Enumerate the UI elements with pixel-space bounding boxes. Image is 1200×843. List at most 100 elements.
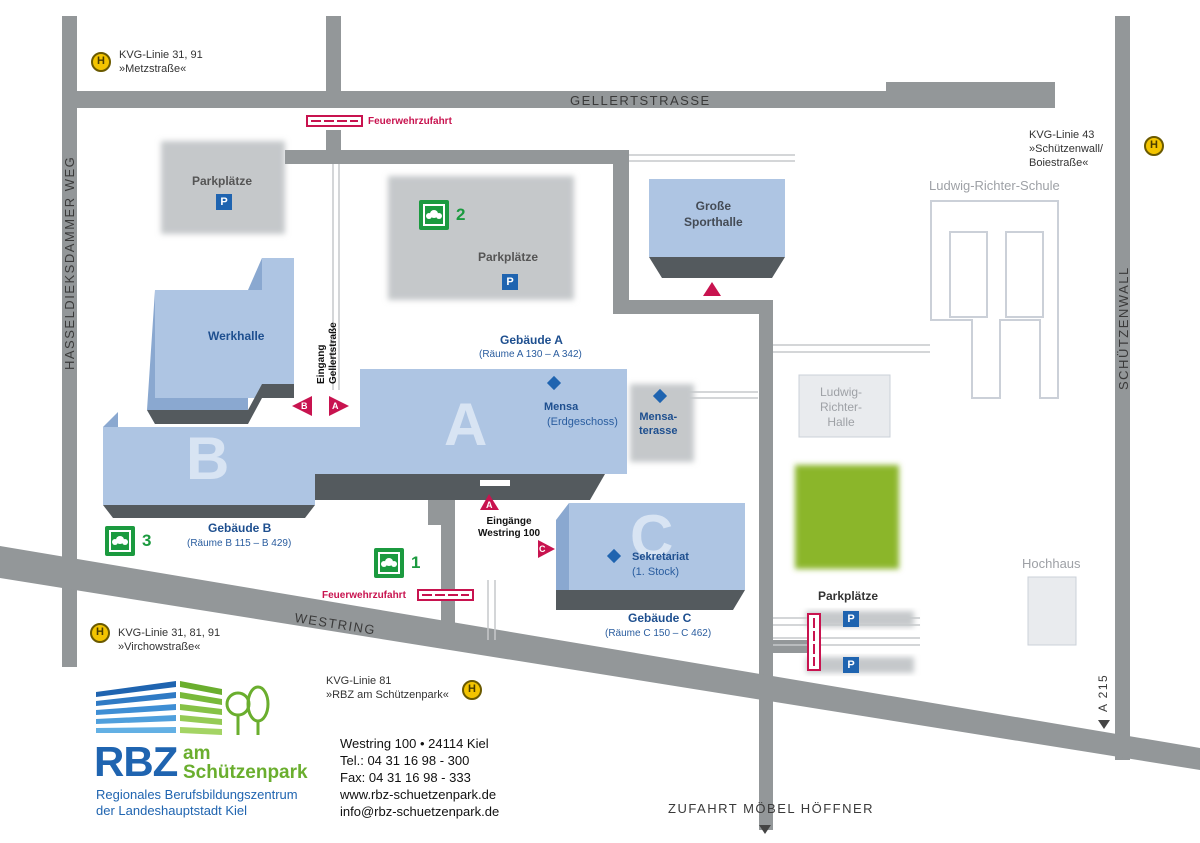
- werkhalle-building: [147, 258, 294, 424]
- street-zufahrt-moebel-hoeffner: ZUFAHRT MÖBEL HÖFFNER: [668, 801, 875, 816]
- bus-stop-name-2: Boiestraße«: [1029, 157, 1089, 169]
- entrance-marker-b: B: [301, 401, 308, 411]
- ludwig-richter-schule-outline: [930, 200, 1059, 399]
- building-a-letter: A: [444, 391, 488, 458]
- building-b: [103, 412, 315, 518]
- entrance-westring-label: Eingänge Westring 100: [478, 516, 540, 540]
- contact-email-link[interactable]: info@rbz-schuetzenpark.de: [340, 804, 500, 819]
- entrance-westring-line-1: Eingänge: [486, 516, 532, 527]
- building-c-name: Gebäude C: [628, 611, 692, 625]
- ludwig-richter-halle-label: Ludwig- Richter- Halle: [820, 385, 862, 430]
- lrh-line-1: Ludwig-: [820, 385, 863, 399]
- bus-stop-virchowstrasse: KVG-Linie 31, 81, 91 »Virchowstraße«: [118, 626, 220, 654]
- street-schuetzenwall: SCHÜTZENWALL: [1116, 266, 1131, 390]
- sekretariat-sub: (1. Stock): [632, 566, 680, 578]
- entrance-marker-a-westring: A: [486, 500, 493, 510]
- assembly-point-icon: [419, 200, 449, 230]
- logo-am: am: [183, 743, 211, 764]
- parking-lot-northwest: [161, 141, 285, 234]
- green-field: [795, 465, 899, 569]
- bus-stop-icon: [91, 52, 111, 72]
- bus-line-label: KVG-Linie 43: [1029, 129, 1095, 141]
- assembly-point-number: 2: [456, 205, 466, 224]
- hochhaus-label: Hochhaus: [1022, 556, 1081, 571]
- bus-line-label: KVG-Linie 31, 91: [119, 49, 203, 61]
- bus-stop-metzstrasse: KVG-Linie 31, 91 »Metzstraße«: [119, 48, 203, 76]
- mensaterasse-line-2: terasse: [639, 425, 678, 437]
- entrance-gellertstrasse-label: Eingang Gellertstraße: [316, 322, 340, 384]
- assembly-point-number: 3: [142, 531, 152, 550]
- sporthalle-building: [649, 179, 785, 278]
- street-gellertstrasse: GELLERTSTRASSE: [570, 93, 711, 108]
- parking-label-northwest: Parkplätze: [192, 174, 253, 188]
- sekretariat-title: Sekretariat: [632, 551, 689, 563]
- bus-line-label: KVG-Linie 31, 81, 91: [118, 627, 221, 639]
- entrance-gellert-line-2: Gellertstraße: [328, 322, 339, 384]
- building-a: [315, 369, 627, 500]
- assembly-point-icon: [105, 526, 135, 556]
- a215-arrow-icon: [1098, 720, 1110, 729]
- bus-stop-name: »RBZ am Schützenpark«: [326, 689, 449, 701]
- logo-subtitle-1: Regionales Berufsbildungszentrum: [96, 787, 298, 802]
- contact-fax: Fax: 04 31 16 98 - 333: [340, 770, 471, 785]
- contact-web-link[interactable]: www.rbz-schuetzenpark.de: [340, 787, 497, 802]
- ludwig-richter-schule-label: Ludwig-Richter-Schule: [929, 178, 1060, 193]
- contact-tel: Tel.: 04 31 16 98 - 300: [340, 753, 470, 768]
- ludwig-richter-halle-shape: [798, 374, 891, 438]
- logo-rbz: RBZ: [94, 738, 178, 785]
- parking-icon: P: [843, 611, 859, 627]
- fire-access-label-south: Feuerwehrzufahrt: [322, 590, 406, 601]
- parking-icon: P: [502, 274, 518, 290]
- bus-stop-name: »Schützenwall/: [1029, 143, 1103, 155]
- mensaterasse-label: Mensa- terasse: [639, 410, 678, 438]
- entrance-marker-c: C: [539, 544, 546, 554]
- entrance-gellert-line-1: Eingang: [316, 344, 327, 384]
- lrh-line-3: Halle: [827, 415, 855, 429]
- mensa-sub: (Erdgeschoss): [547, 416, 618, 428]
- parking-lot-north: [388, 176, 574, 300]
- bus-stop-name: »Virchowstraße«: [118, 641, 201, 653]
- building-c-rooms: (Räume C 150 – C 462): [605, 628, 712, 639]
- road-a215: A 215: [1096, 673, 1110, 712]
- fire-access-label-north: Feuerwehrzufahrt: [368, 116, 452, 127]
- bus-stop-schuetzenwall: KVG-Linie 43 »Schützenwall/ Boiestraße«: [1029, 128, 1103, 170]
- werkhalle-label: Werkhalle: [208, 329, 265, 343]
- sporthalle-line-1: Große: [695, 199, 732, 213]
- parking-strip-1: [806, 611, 914, 627]
- hochhaus-shape: [1027, 576, 1077, 646]
- building-a-rooms: (Räume A 130 – A 342): [479, 349, 582, 360]
- mensa-title: Mensa: [544, 401, 579, 413]
- rbz-logo-graphic: [96, 681, 270, 735]
- bus-stop-name: »Metzstraße«: [119, 63, 187, 75]
- point-markers: [546, 375, 668, 564]
- contact-block: Westring 100 • 24114 Kiel Tel.: 04 31 16…: [340, 735, 499, 820]
- building-b-rooms: (Räume B 115 – B 429): [187, 538, 292, 549]
- bus-stop-rbz-am-schuetzenpark: KVG-Linie 81 »RBZ am Schützenpark«: [326, 674, 449, 702]
- parking-label-east: Parkplätze: [818, 589, 879, 603]
- lrh-line-2: Richter-: [820, 400, 863, 414]
- entrance-westring-line-2: Westring 100: [478, 528, 541, 539]
- zufahrt-arrow-icon: [759, 825, 771, 834]
- entrance-markers: [292, 282, 721, 558]
- sporthalle-line-2: Sporthalle: [684, 215, 743, 229]
- parking-icon: P: [216, 194, 232, 210]
- bus-stop-icon: [90, 623, 110, 643]
- parking-icon: P: [843, 657, 859, 673]
- building-b-letter: B: [186, 425, 230, 492]
- fire-access-bars: [306, 115, 821, 671]
- contact-address: Westring 100 • 24114 Kiel: [340, 736, 489, 751]
- bus-stop-icon: [462, 680, 482, 700]
- bus-line-label: KVG-Linie 81: [326, 675, 392, 687]
- building-c-letter: C: [630, 503, 674, 570]
- roads: [0, 16, 1200, 830]
- entrance-marker-a-gellert: A: [332, 401, 339, 411]
- sporthalle-label: Große Sporthalle: [684, 198, 743, 230]
- logo-schuetzenpark: Schützenpark: [183, 762, 308, 783]
- bus-stop-icon: [1144, 136, 1164, 156]
- street-hasseldieksdammer-weg: HASSELDIEKSDAMMER WEG: [62, 155, 77, 370]
- logo-subtitle-2: der Landeshauptstadt Kiel: [96, 803, 248, 818]
- mensaterasse-line-1: Mensa-: [639, 411, 678, 423]
- parking-label-north: Parkplätze: [478, 250, 539, 264]
